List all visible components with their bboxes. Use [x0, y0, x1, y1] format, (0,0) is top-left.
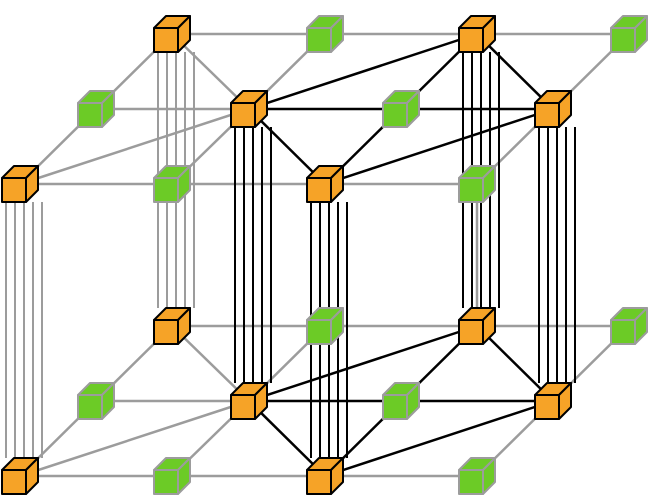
orange-cube — [306, 457, 344, 495]
green-cube — [610, 307, 648, 345]
cube-side-face — [482, 165, 496, 203]
cube-front-face — [382, 394, 408, 420]
cube-front-face — [458, 27, 484, 53]
lattice-edge — [19, 399, 250, 478]
cube-front-face — [1, 177, 27, 203]
orange-cube — [153, 15, 191, 53]
cube-side-face — [101, 382, 115, 420]
cube-front-face — [77, 102, 103, 128]
green-cube — [458, 165, 496, 203]
green-cube — [306, 307, 344, 345]
green-cube — [77, 382, 115, 420]
green-cube — [77, 90, 115, 128]
highlight-edge — [324, 399, 554, 478]
cube-front-face — [153, 319, 179, 345]
orange-cube — [458, 307, 496, 345]
cube-front-face — [458, 177, 484, 203]
cube-front-face — [306, 27, 332, 53]
green-cube — [610, 15, 648, 53]
cube-side-face — [177, 307, 191, 345]
cube-front-face — [153, 469, 179, 495]
cube-side-face — [101, 90, 115, 128]
green-cube — [153, 165, 191, 203]
lattice-edge — [19, 107, 250, 186]
cube-front-face — [1, 469, 27, 495]
orange-cube — [1, 457, 39, 495]
cube-front-face — [153, 27, 179, 53]
highlight-edge — [248, 32, 478, 111]
cube-side-face — [330, 457, 344, 495]
highlight-edge — [324, 107, 554, 186]
cube-front-face — [306, 319, 332, 345]
orange-cube — [534, 90, 572, 128]
cube-front-face — [534, 102, 560, 128]
cube-front-face — [610, 319, 636, 345]
cube-front-face — [306, 177, 332, 203]
cube-front-face — [230, 394, 256, 420]
cube-nodes — [1, 15, 648, 495]
orange-cube — [153, 307, 191, 345]
orange-cube — [230, 382, 268, 420]
cube-side-face — [330, 15, 344, 53]
cube-side-face — [558, 382, 572, 420]
cube-side-face — [330, 165, 344, 203]
orange-cube — [534, 382, 572, 420]
orange-cube — [1, 165, 39, 203]
cube-front-face — [77, 394, 103, 420]
green-cube — [382, 90, 420, 128]
green-cube — [153, 457, 191, 495]
green-cube — [382, 382, 420, 420]
green-cube — [306, 15, 344, 53]
orange-cube — [458, 15, 496, 53]
cube-side-face — [177, 457, 191, 495]
cube-side-face — [330, 307, 344, 345]
cube-side-face — [25, 457, 39, 495]
cube-front-face — [458, 469, 484, 495]
cube-side-face — [406, 90, 420, 128]
cube-front-face — [230, 102, 256, 128]
cube-side-face — [482, 307, 496, 345]
cube-side-face — [254, 90, 268, 128]
cube-side-face — [558, 90, 572, 128]
cube-front-face — [458, 319, 484, 345]
cube-side-face — [634, 307, 648, 345]
green-cube — [458, 457, 496, 495]
cube-side-face — [634, 15, 648, 53]
highlight-edge — [248, 324, 478, 403]
cube-front-face — [306, 469, 332, 495]
cube-front-face — [382, 102, 408, 128]
cube-front-face — [534, 394, 560, 420]
orange-cube — [230, 90, 268, 128]
cube-side-face — [406, 382, 420, 420]
cube-front-face — [153, 177, 179, 203]
cube-side-face — [177, 165, 191, 203]
cube-side-face — [25, 165, 39, 203]
cube-side-face — [254, 382, 268, 420]
cube-side-face — [177, 15, 191, 53]
cube-side-face — [482, 457, 496, 495]
cube-front-face — [610, 27, 636, 53]
orange-cube — [306, 165, 344, 203]
cube-side-face — [482, 15, 496, 53]
